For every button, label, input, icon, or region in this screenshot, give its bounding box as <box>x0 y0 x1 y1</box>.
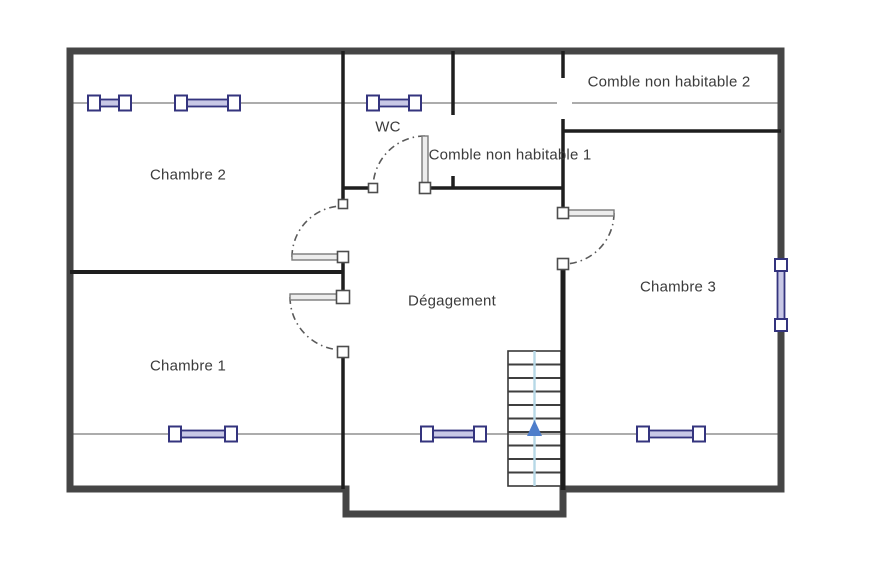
door-swing-arc <box>291 205 344 258</box>
door-jamb-node <box>336 345 350 359</box>
window-icon <box>366 94 422 112</box>
room-label-wc: WC <box>375 118 401 136</box>
door-jamb-node <box>367 182 379 194</box>
door-jamb-node <box>556 257 570 271</box>
door-swing-arc <box>289 296 344 351</box>
stair-direction-arrow-icon <box>527 420 542 436</box>
room-label-chambre-1: Chambre 1 <box>149 357 227 375</box>
window-icon <box>420 425 487 443</box>
door-leaf <box>291 253 344 261</box>
door-hinge-node <box>335 289 351 305</box>
door-jamb-node <box>337 198 349 210</box>
door-chambre2 <box>291 198 350 264</box>
window-icon <box>87 94 132 112</box>
interior-walls <box>70 51 781 490</box>
door-hinge-node <box>556 206 570 220</box>
door-leaf <box>289 293 344 301</box>
exterior-wall <box>66 47 785 518</box>
room-label-chambre-2: Chambre 2 <box>149 166 227 184</box>
room-label-comble-2: Comble non habitable 2 <box>587 73 751 91</box>
door-swing-arc <box>562 212 615 265</box>
room-label-chambre-3: Chambre 3 <box>639 278 717 296</box>
door-leaf <box>562 209 615 217</box>
door-wc <box>367 135 432 195</box>
door-hinge-node <box>336 250 350 264</box>
door-chambre1 <box>289 289 351 359</box>
window-icon <box>174 94 241 112</box>
staircase <box>507 350 562 487</box>
window-icon <box>168 425 238 443</box>
door-swing-arc <box>372 135 426 189</box>
door-leaf <box>421 135 429 189</box>
room-label-degagement: Dégagement <box>408 292 496 310</box>
door-chambre3 <box>556 206 615 271</box>
window-icon <box>774 258 788 332</box>
window-icon <box>636 425 706 443</box>
door-hinge-node <box>418 181 432 195</box>
room-label-comble-1: Comble non habitable 1 <box>428 146 592 164</box>
